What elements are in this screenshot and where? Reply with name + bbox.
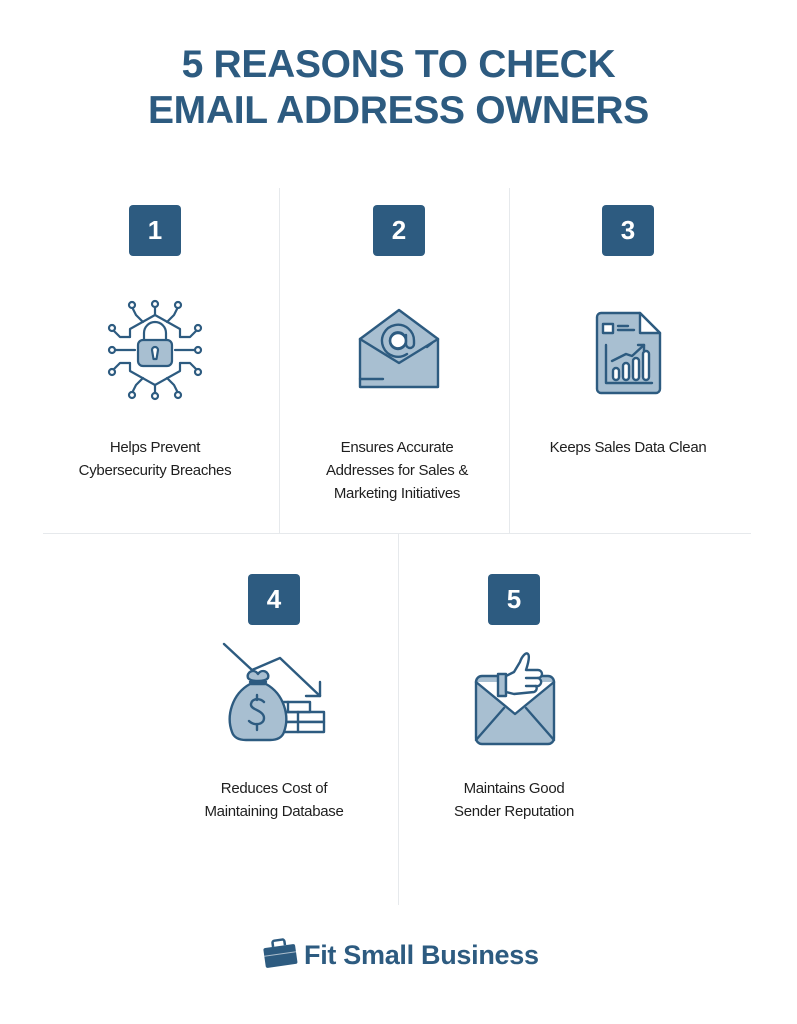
- reason-label: Keeps Sales Data Clean: [549, 439, 707, 456]
- reason-label: Maintains Good Sender Reputation: [454, 780, 574, 820]
- sales-report-document-icon: [594, 311, 662, 400]
- cybersecurity-lock-icon: [100, 295, 210, 410]
- number-badge: 4: [248, 574, 300, 625]
- number-badge: 3: [602, 205, 654, 256]
- email-at-envelope-icon: [355, 305, 443, 398]
- title-line-2: EMAIL ADDRESS OWNERS: [147, 89, 650, 132]
- divider-vertical-3: [398, 533, 399, 905]
- brand-logo: Fit Small Business: [262, 937, 539, 973]
- number-badge: 1: [129, 205, 181, 256]
- reason-label: Helps Prevent Cybersecurity Breaches: [78, 439, 232, 479]
- divider-vertical-1: [279, 188, 280, 533]
- reason-label: Ensures Accurate Addresses for Sales & M…: [325, 439, 469, 502]
- number-badge: 5: [488, 574, 540, 625]
- divider-horizontal: [43, 533, 751, 534]
- brand-name: Fit Small Business: [304, 939, 539, 970]
- thumbs-up-envelope-icon: [468, 648, 562, 753]
- reason-label: Reduces Cost of Maintaining Database: [204, 780, 344, 820]
- divider-vertical-2: [509, 188, 510, 533]
- money-bag-cost-down-icon: [218, 640, 333, 753]
- number-badge: 2: [373, 205, 425, 256]
- title-line-1: 5 REASONS TO CHECK: [181, 43, 616, 86]
- briefcase-icon: [262, 937, 298, 973]
- page-title: 5 REASONS TO CHECK EMAIL ADDRESS OWNERS: [0, 42, 797, 134]
